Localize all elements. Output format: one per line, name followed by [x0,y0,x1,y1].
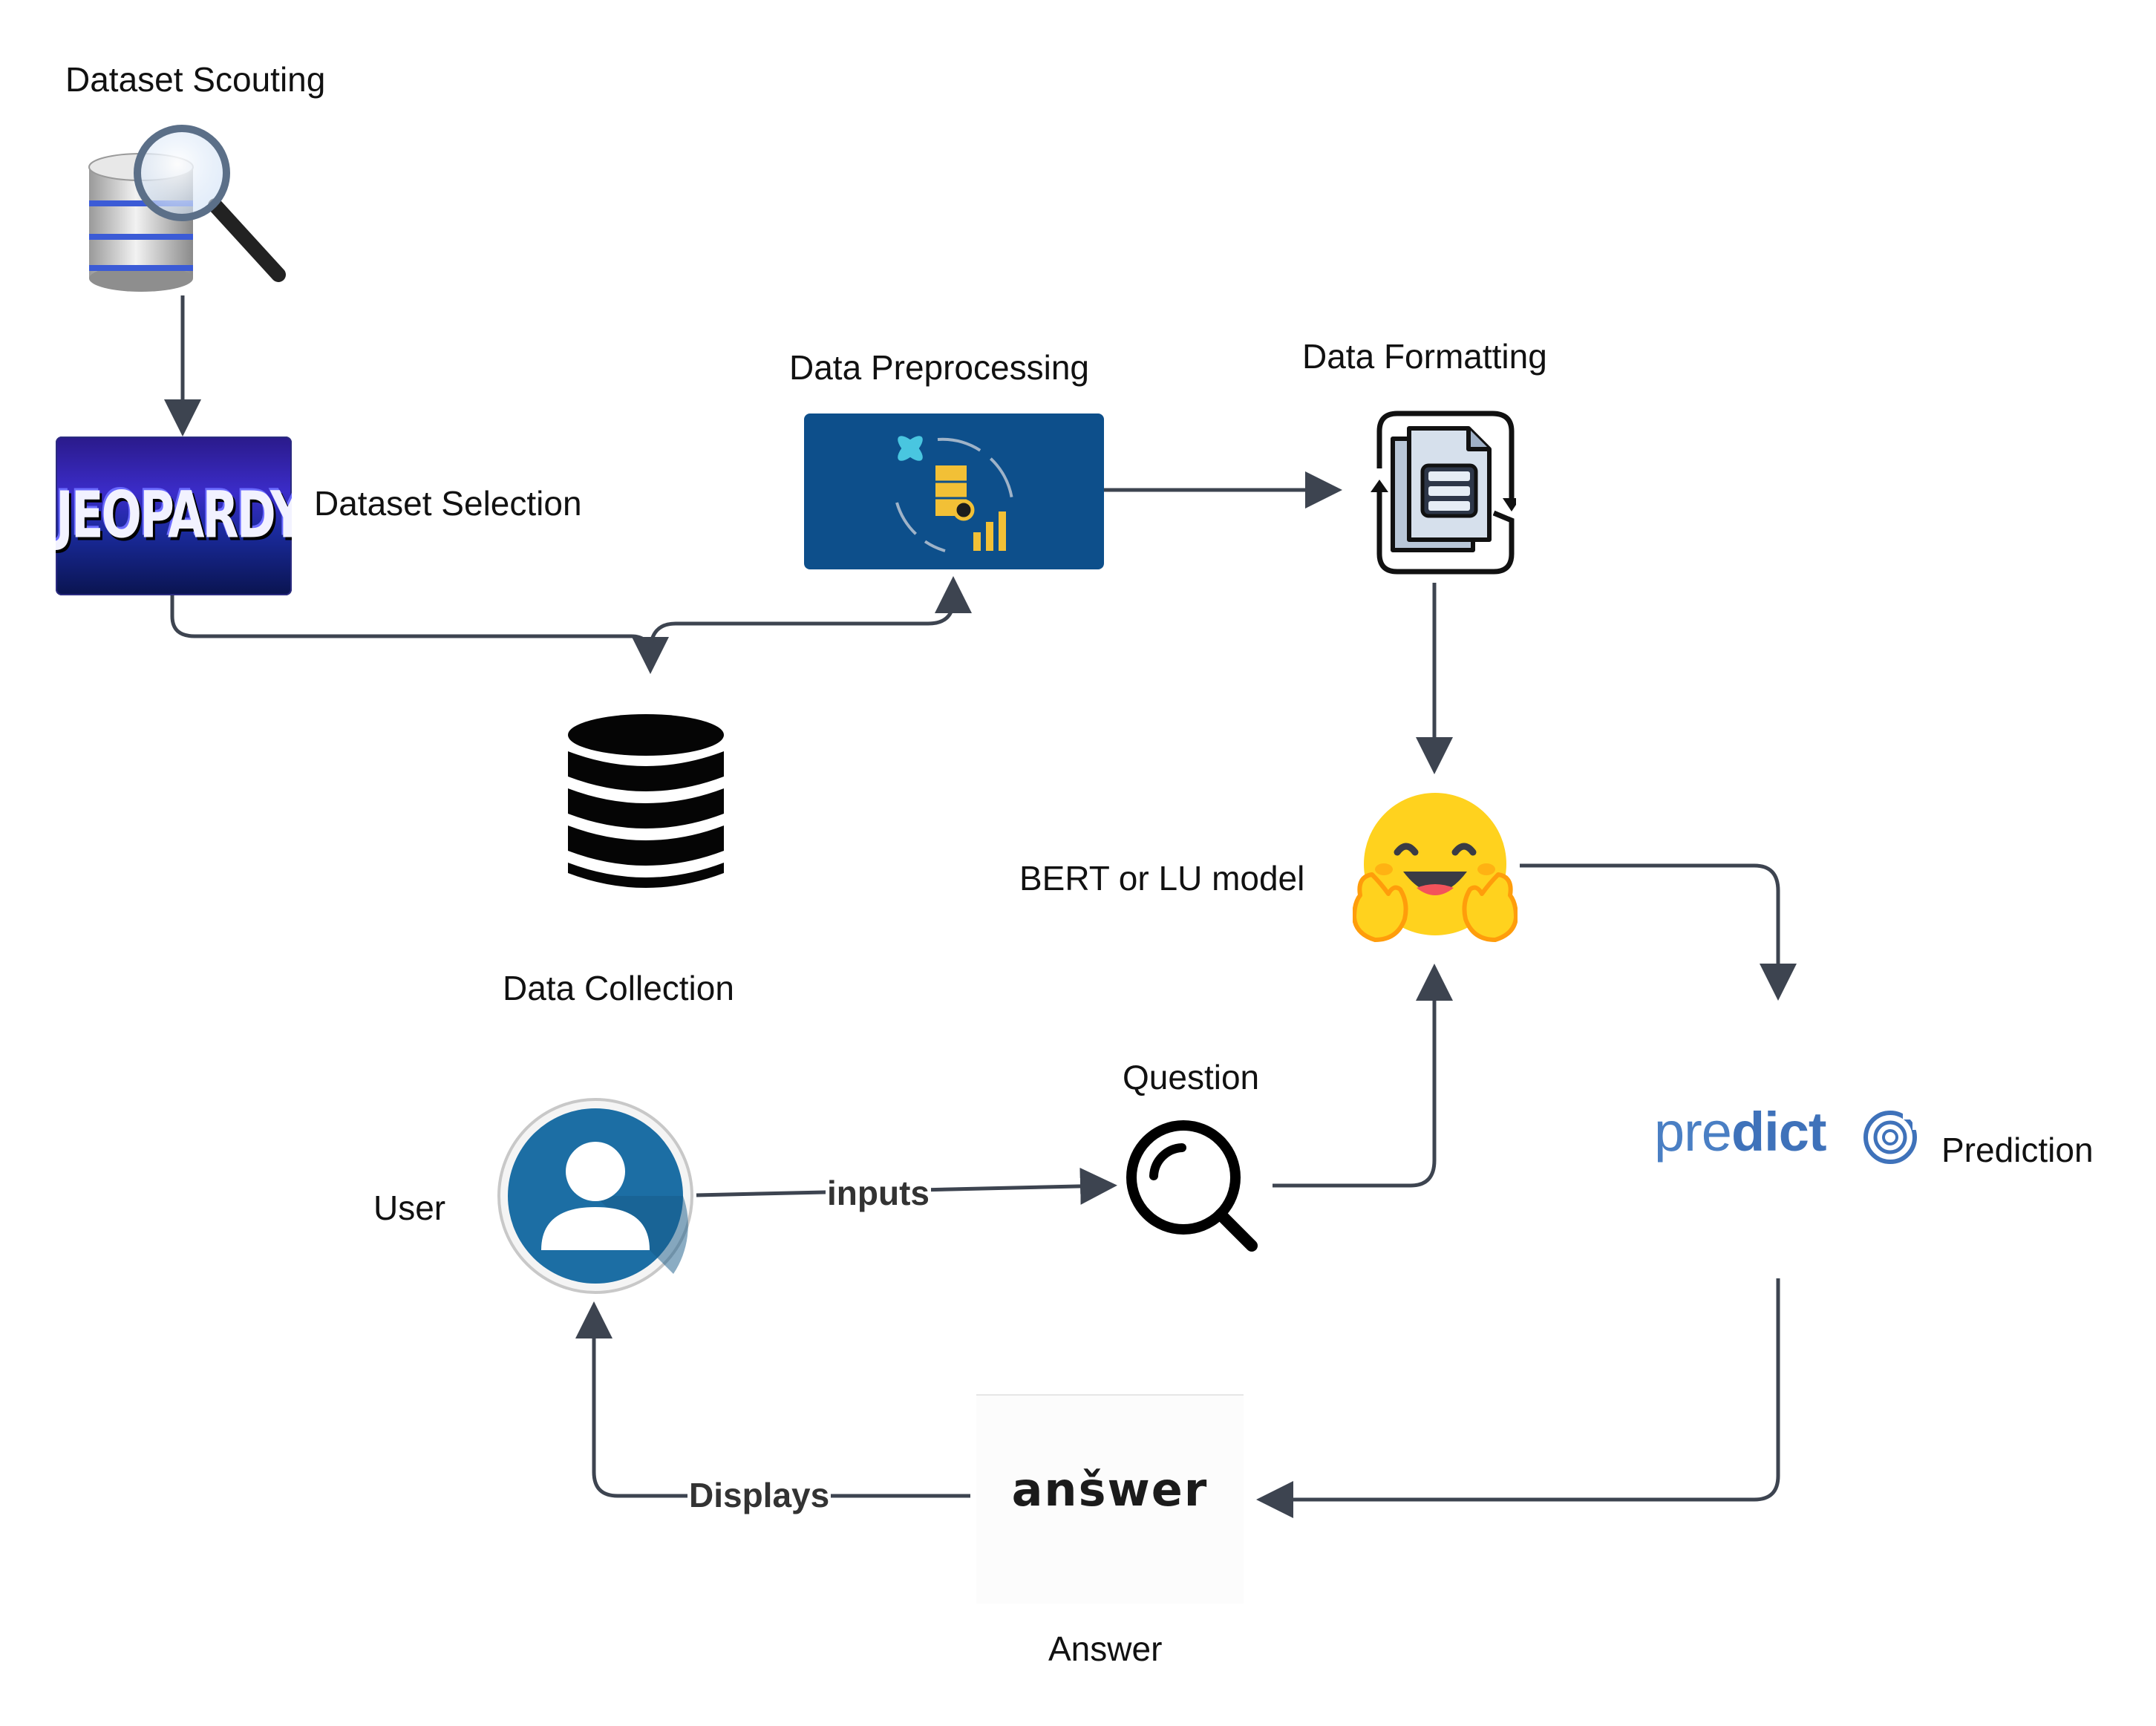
label-data-formatting: Data Formatting [1302,337,1547,376]
label-question: Question [1123,1058,1260,1096]
label-user: User [373,1189,446,1227]
edge-question-model [1273,964,1453,1188]
label-answer: Answer [1048,1629,1163,1668]
database-icon [568,714,724,888]
label-data-collection: Data Collection [503,969,734,1007]
edge-answer-user [575,1301,970,1498]
search-icon [1126,1120,1258,1252]
label-bert-model: BERT or LU model [1019,859,1305,898]
label-dataset-scouting: Dataset Scouting [65,60,326,99]
edge-label-inputs: inputs [826,1174,931,1212]
edge-collection-preprocessing [648,576,972,653]
label-dataset-selection: Dataset Selection [314,484,582,523]
label-data-preprocessing: Data Preprocessing [789,348,1089,387]
data-formatting-icon [1371,411,1516,575]
database-search-icon [88,125,286,292]
edge-prediction-answer [1256,1278,1780,1518]
hugging-face-icon [1353,793,1518,942]
label-prediction: Prediction [1941,1131,2094,1169]
predict-logo: predict [1654,1101,1827,1163]
edge-selection-collection [170,595,669,674]
edge-model-prediction [1520,863,1797,1001]
answer-logo: anšwer [976,1394,1244,1604]
preprocessing-glyph-icon [895,436,1013,552]
edge-label-displays: Displays [687,1476,832,1514]
user-avatar-icon [497,1098,693,1294]
predict-target-icon [1863,1111,1918,1164]
data-preprocessing-icon [804,413,1104,569]
jeopardy-logo: JEOPARDY! [56,437,292,595]
